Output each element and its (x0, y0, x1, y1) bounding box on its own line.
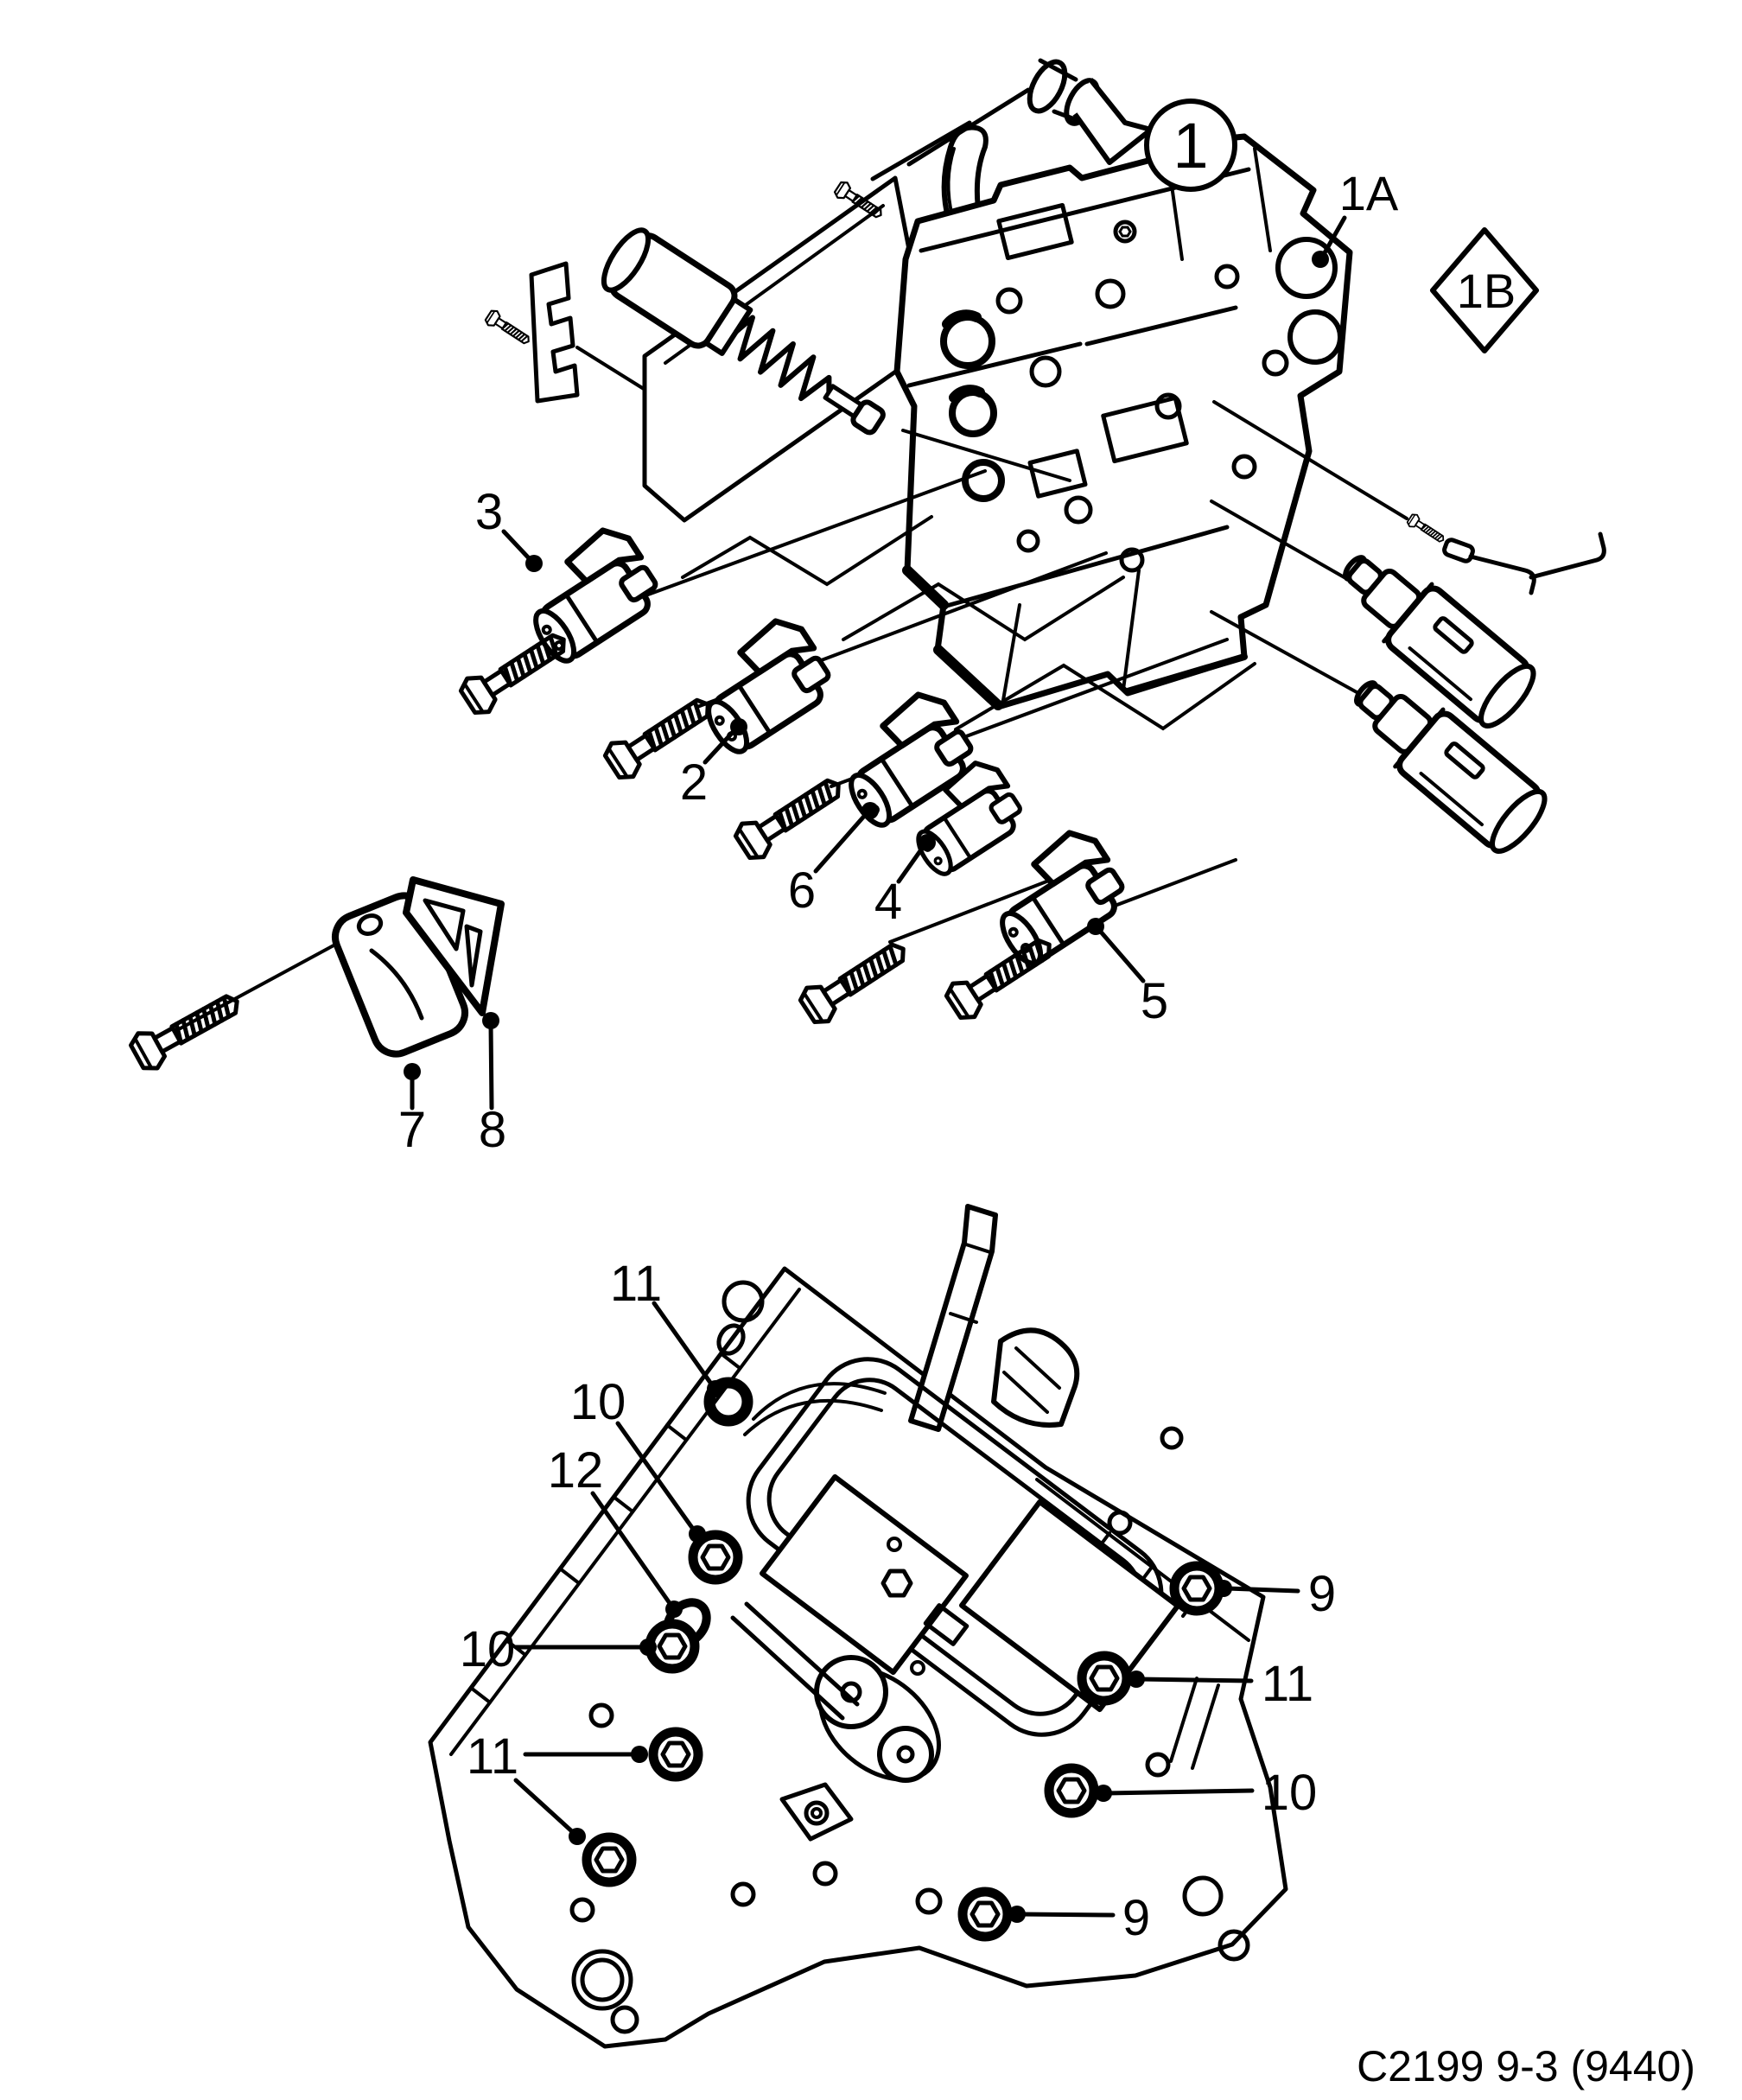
callout-1b: 1B (1430, 227, 1539, 353)
callout-5-label: 5 (1141, 973, 1168, 1029)
callout-6-label: 6 (788, 862, 816, 919)
hexbolt-11-left (653, 1732, 698, 1777)
install-axis-line (175, 932, 358, 1032)
leader-line (906, 87, 1031, 167)
exploded-view (128, 58, 1606, 1074)
valve-body (893, 133, 1353, 710)
assembled-view (428, 1204, 1288, 2049)
callout-11-top: 11 (610, 1256, 724, 1397)
callout-9-right: 9 (1215, 1566, 1336, 1622)
callout-9-bottom: 9 (1008, 1890, 1150, 1946)
callout-12: 12 (548, 1442, 683, 1618)
callout-8: 8 (479, 1012, 506, 1158)
callout-11-label: 11 (610, 1256, 662, 1312)
solenoid-2 (683, 612, 839, 758)
solenoid-5 (976, 824, 1133, 970)
callout-6: 6 (788, 802, 879, 919)
callouts: 1 1A 1B 3 2 6 (398, 99, 1539, 1946)
selector-shaft (908, 1204, 998, 1432)
install-axis-lines (562, 400, 1408, 944)
hexbolt-9-bottom (963, 1892, 1008, 1937)
callout-10-label: 10 (570, 1374, 626, 1430)
callout-5: 5 (1087, 918, 1168, 1029)
hexbolt-11-lower-left (587, 1837, 632, 1882)
leader-line (1320, 215, 1347, 258)
cylinder-bracket (1027, 58, 1154, 165)
hexbolt-10-right (1049, 1768, 1094, 1813)
callout-10-right: 10 (1095, 1765, 1317, 1821)
callout-1b-label: 1B (1457, 264, 1516, 318)
bolt-4 (797, 932, 914, 1028)
center-plate-details (881, 1537, 970, 1676)
callout-3: 3 (475, 484, 543, 572)
bolt-7 (128, 984, 247, 1074)
callout-1-label: 1 (1173, 110, 1208, 181)
callout-2: 2 (680, 718, 747, 811)
coil-right (959, 1499, 1180, 1713)
callout-2-label: 2 (680, 754, 708, 811)
connector-dome (991, 1327, 1080, 1428)
figure-caption: C2199 9-3 (9440) (1357, 2042, 1695, 2090)
callout-1: 1 (1144, 99, 1237, 192)
bolt-5 (943, 928, 1060, 1023)
leader-line (870, 120, 972, 181)
callout-1a-label: 1A (1339, 166, 1399, 220)
callout-9-label: 9 (1122, 1890, 1150, 1946)
callout-10-label: 10 (1262, 1765, 1318, 1821)
callout-7-label: 7 (398, 1102, 426, 1158)
gasket-8 (403, 876, 505, 1016)
hatch-ticks (469, 1352, 1220, 1770)
screw-left (482, 307, 535, 350)
separator-plate (642, 175, 920, 523)
e-clip-bracket (529, 261, 645, 404)
callout-10-label: 10 (460, 1621, 516, 1677)
callout-11-label: 11 (1262, 1656, 1313, 1712)
hexbolt-11-right (1082, 1656, 1127, 1701)
seal-ring-11-top (703, 1377, 753, 1427)
callout-11-left: 11 (467, 1728, 648, 1845)
bolt-3 (457, 623, 575, 718)
callout-10-left: 10 (460, 1621, 657, 1677)
callout-1a: 1A (1312, 166, 1399, 268)
leader-dot (1312, 251, 1329, 268)
callout-8-label: 8 (479, 1102, 506, 1158)
hexbolt-9-right (1174, 1566, 1219, 1611)
detent-rod (1405, 512, 1606, 595)
callout-11-label: 11 (467, 1728, 518, 1785)
detent-lever (730, 1601, 941, 1842)
callout-12-label: 12 (548, 1442, 604, 1499)
callout-11-right: 11 (1128, 1656, 1313, 1712)
plate-inner-edge (449, 1288, 801, 1756)
plate-inner-edge (1035, 1478, 1250, 1642)
callout-3-label: 3 (475, 484, 503, 540)
spring-solenoid (601, 227, 886, 436)
bolt-6 (732, 768, 849, 863)
callout-4: 4 (874, 834, 936, 930)
callout-4-label: 4 (874, 874, 902, 930)
callout-7: 7 (398, 1063, 426, 1158)
solenoid-3 (510, 521, 666, 667)
callout-9-label: 9 (1308, 1566, 1336, 1622)
callout-10-upper: 10 (570, 1374, 706, 1543)
